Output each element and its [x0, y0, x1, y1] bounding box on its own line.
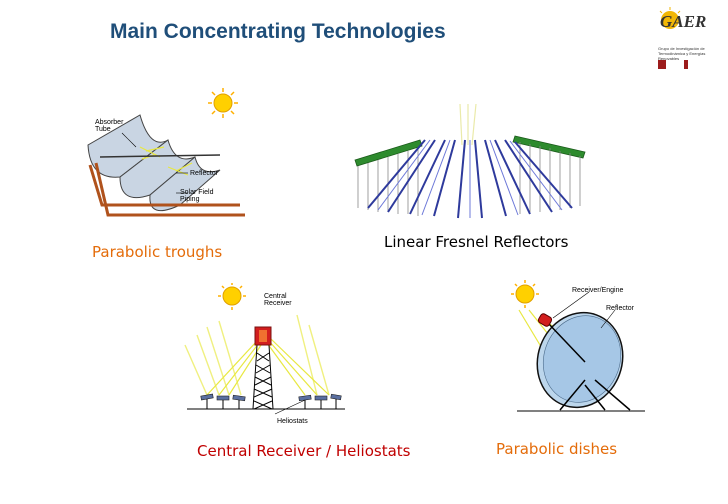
logo-subtitle-line2: Termodinámica y Energías Renovables — [658, 51, 706, 61]
dish-reflector-label: Reflector — [606, 305, 635, 312]
solar-field-piping-label: Solar Field Piping — [180, 189, 214, 203]
central-receiver-label: Central Receiver — [264, 293, 292, 307]
parabolic-dish-diagram — [511, 280, 645, 412]
sun-icon — [511, 280, 539, 308]
logo-subtitle: Grupo de Investigación de Termodinámica … — [658, 46, 718, 61]
absorber-tube-label: Absorber Tube — [95, 119, 124, 133]
receiver-engine-label: Receiver/Engine — [572, 287, 624, 294]
parabolic-dishes-caption: Parabolic dishes — [496, 440, 618, 458]
logo-name: GAER — [660, 12, 707, 31]
gaer-logo: GAER Grupo de Investigación de Termodiná… — [640, 6, 720, 72]
linear-fresnel-caption: Linear Fresnel Reflectors — [384, 233, 569, 251]
parabolic-troughs-caption: Parabolic troughs — [92, 243, 223, 261]
gaer-logo-graphic — [658, 7, 688, 69]
central-receiver-diagram — [184, 283, 345, 415]
reflector-label: Reflector — [190, 170, 219, 177]
parabolic-trough-diagram — [87, 88, 245, 217]
sun-icon — [208, 88, 238, 118]
sun-icon — [218, 283, 246, 310]
logo-subtitle-line1: Grupo de Investigación de — [658, 46, 705, 51]
linear-fresnel-diagram — [354, 103, 586, 219]
heliostats-label: Heliostats — [277, 418, 308, 425]
central-receiver-caption: Central Receiver / Heliostats — [197, 442, 411, 460]
slide-title: Main Concentrating Technologies — [110, 20, 446, 43]
